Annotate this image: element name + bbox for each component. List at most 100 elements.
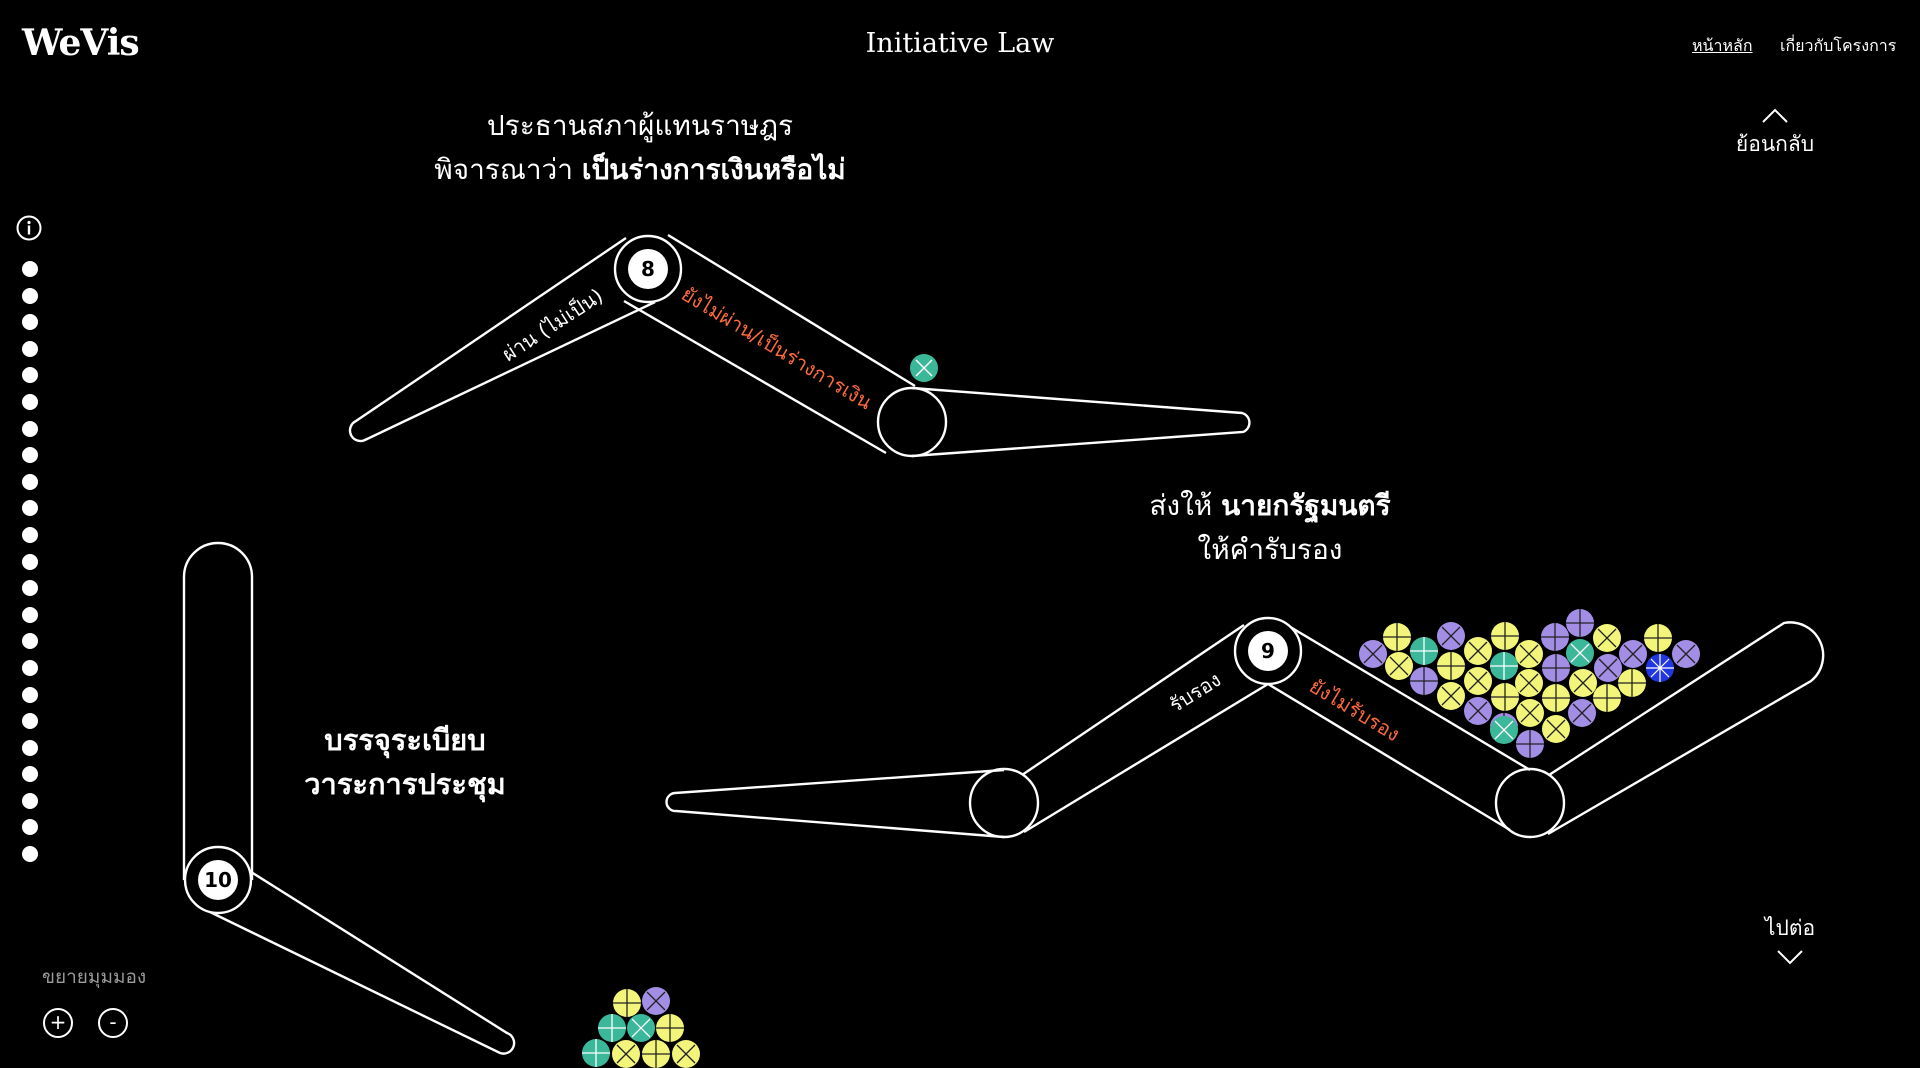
step-dot[interactable]	[22, 393, 38, 410]
zoom-out-button[interactable]: -	[98, 1008, 128, 1038]
ball-yellow[interactable]	[1437, 682, 1465, 710]
ball-purple[interactable]	[1464, 697, 1492, 725]
pm-fail-track	[1267, 623, 1531, 832]
ball-yellow[interactable]	[1593, 684, 1621, 712]
pm-stage-heading: ส่งให้ นายกรัฐมนตรี ให้คำรับรอง	[1010, 484, 1530, 572]
ball-yellow[interactable]	[1437, 652, 1465, 680]
zoom-label: ขยายมุมมอง	[42, 966, 147, 988]
ball-teal[interactable]	[582, 1039, 610, 1067]
ball-purple[interactable]	[1672, 640, 1700, 668]
agenda-stage-tracks: 10	[182, 541, 516, 1055]
step-dot[interactable]	[22, 819, 38, 836]
ball-purple[interactable]	[1568, 699, 1596, 727]
step-dot[interactable]	[22, 340, 38, 357]
ball-yellow[interactable]	[1464, 637, 1492, 665]
ball-yellow[interactable]	[1593, 624, 1621, 652]
step-dot[interactable]	[22, 606, 38, 623]
node-9-number: 9	[1261, 639, 1275, 663]
ball-yellow[interactable]	[1383, 623, 1411, 651]
ball-yellow[interactable]	[656, 1014, 684, 1042]
agenda-exit-track	[209, 863, 516, 1055]
ball-purple[interactable]	[1410, 667, 1438, 695]
ball-yellow[interactable]	[1542, 684, 1570, 712]
agenda-heading-line2: วาระการประชุม	[304, 767, 506, 801]
back-button[interactable]: ย้อนกลับ	[1725, 108, 1825, 161]
ball-teal[interactable]	[910, 354, 938, 382]
nav-home-link[interactable]: หน้าหลัก	[1692, 36, 1753, 55]
speaker-stage-heading: ประธานสภาผู้แทนราษฎร พิจารณาว่า เป็นร่าง…	[380, 104, 900, 192]
ball-yellow[interactable]	[1464, 667, 1492, 695]
ball-yellow[interactable]	[1644, 624, 1672, 652]
node-8-badge	[628, 249, 668, 289]
agenda-heading-line1: บรรจุระเบียบ	[324, 723, 486, 757]
speaker-exit-track	[911, 386, 1251, 458]
pm-bin-track	[1547, 621, 1825, 836]
ball-yellow[interactable]	[1569, 669, 1597, 697]
ball-yellow[interactable]	[1385, 652, 1413, 680]
step-dot[interactable]	[22, 766, 38, 783]
ball-yellow[interactable]	[1516, 699, 1544, 727]
step-dot[interactable]	[22, 580, 38, 597]
step-dot[interactable]	[22, 473, 38, 490]
ball-yellow[interactable]	[612, 1040, 640, 1068]
ball-purple[interactable]	[1566, 609, 1594, 637]
ball-teal[interactable]	[598, 1014, 626, 1042]
pm-entry-pocket	[968, 767, 1040, 839]
wevis-logo[interactable]: WeVis	[22, 22, 140, 64]
ball-teal[interactable]	[1490, 652, 1518, 680]
chevron-up-icon	[1762, 108, 1788, 123]
step-dot[interactable]	[22, 447, 38, 464]
ball-purple[interactable]	[1516, 730, 1544, 758]
step-dot[interactable]	[22, 633, 38, 650]
ball-purple[interactable]	[1437, 622, 1465, 650]
ball-purple[interactable]	[1359, 640, 1387, 668]
ball-yellow[interactable]	[613, 989, 641, 1017]
ball-blue[interactable]	[1646, 654, 1674, 682]
next-label: ไปต่อ	[1764, 916, 1816, 940]
step-dot[interactable]	[22, 367, 38, 384]
ball-purple[interactable]	[1541, 623, 1569, 651]
pm-stage-tracks: 9 รับรอง ยังไม่รับรอง	[665, 616, 1825, 839]
ball-yellow[interactable]	[1491, 622, 1519, 650]
step-dot[interactable]	[22, 500, 38, 517]
ball-yellow[interactable]	[1618, 669, 1646, 697]
app-title: Initiative Law	[865, 28, 1055, 59]
step-dot[interactable]	[22, 739, 38, 756]
ball-yellow[interactable]	[1515, 640, 1543, 668]
ball-yellow[interactable]	[642, 1040, 670, 1068]
step-dot[interactable]	[22, 420, 38, 437]
ball-yellow[interactable]	[1515, 669, 1543, 697]
node-10-badge	[198, 860, 238, 900]
ball-teal[interactable]	[627, 1014, 655, 1042]
ball-yellow[interactable]	[672, 1040, 700, 1068]
info-icon[interactable]	[16, 215, 42, 241]
ball-yellow[interactable]	[1491, 683, 1519, 711]
speaker-stage-tracks: 8 ผ่าน (ไม่เป็น) ยังไม่ผ่าน/เป็นร่างการเ…	[348, 233, 1251, 458]
next-button[interactable]: ไปต่อ	[1735, 912, 1845, 965]
ball-teal[interactable]	[1566, 639, 1594, 667]
zoom-in-button[interactable]: +	[43, 1008, 73, 1038]
step-dot[interactable]	[22, 659, 38, 676]
ball-purple[interactable]	[642, 987, 670, 1015]
step-dot[interactable]	[22, 553, 38, 570]
step-dot[interactable]	[22, 792, 38, 809]
ball-purple[interactable]	[1619, 640, 1647, 668]
speaker-pass-track	[348, 237, 656, 443]
ball-purple[interactable]	[1594, 654, 1622, 682]
back-label: ย้อนกลับ	[1735, 132, 1815, 156]
step-dot[interactable]	[22, 686, 38, 703]
nav-about-link[interactable]: เกี่ยวกับโครงการ	[1780, 36, 1897, 55]
step-dot[interactable]	[22, 261, 38, 277]
step-dot[interactable]	[22, 846, 38, 863]
step-dot[interactable]	[22, 314, 38, 331]
speaker-heading-line2: พิจารณาว่า เป็นร่างการเงินหรือไม่	[434, 153, 846, 186]
ball-yellow[interactable]	[1542, 715, 1570, 743]
ball-purple[interactable]	[1542, 654, 1570, 682]
ball-teal[interactable]	[1490, 716, 1518, 744]
ball-teal[interactable]	[1410, 637, 1438, 665]
chevron-down-icon	[1777, 950, 1803, 965]
step-dot[interactable]	[22, 526, 38, 543]
step-dot[interactable]	[22, 287, 38, 304]
step-dot[interactable]	[22, 713, 38, 730]
